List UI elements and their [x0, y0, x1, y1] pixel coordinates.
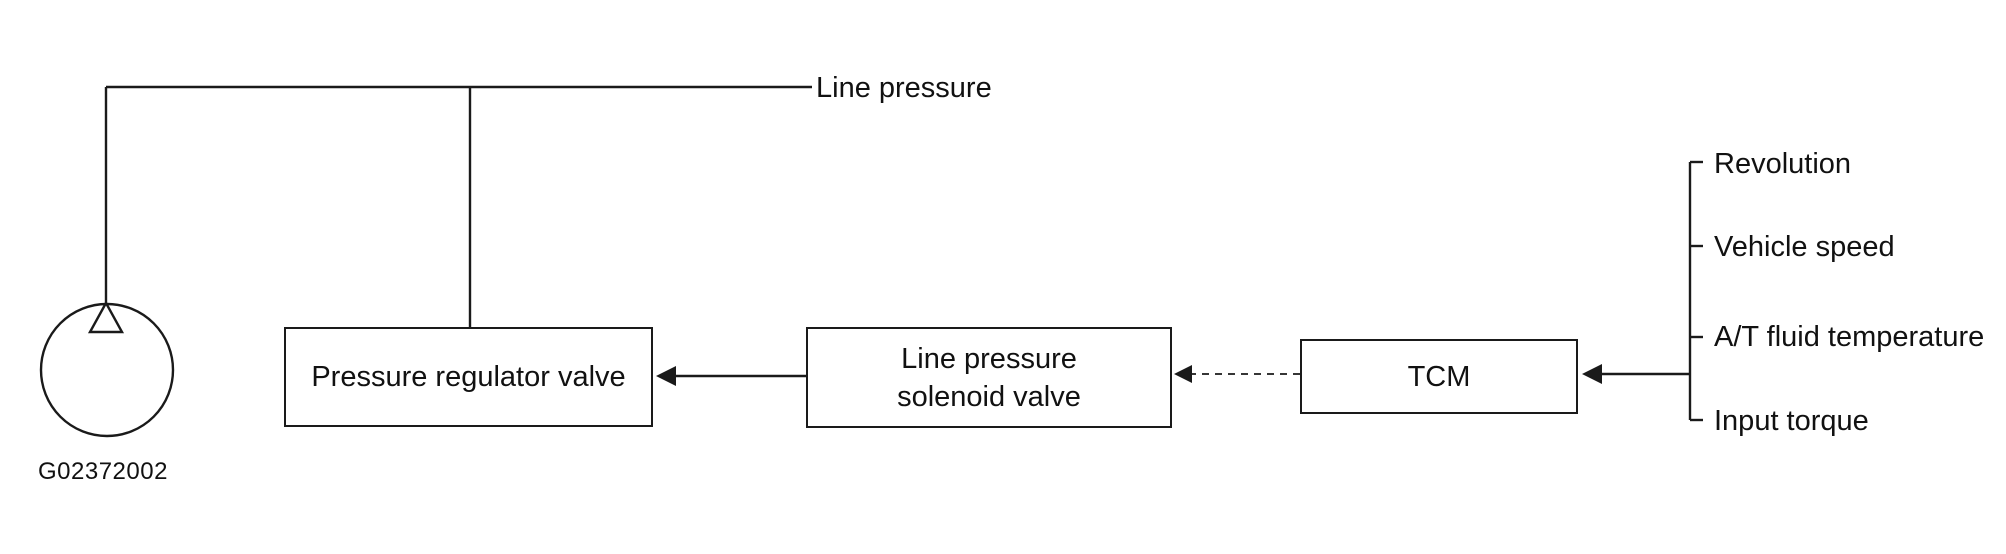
pressure-regulator-valve-label: Pressure regulator valve	[311, 361, 626, 393]
pressure-regulator-valve-box: Pressure regulator valve	[284, 327, 653, 427]
input-fluid-temperature-label: A/T fluid temperature	[1714, 321, 1985, 353]
tcm-box: TCM	[1300, 339, 1578, 414]
arrowhead-into-solenoid	[1174, 365, 1192, 383]
input-revolution-label: Revolution	[1714, 148, 1852, 180]
tcm-label: TCM	[1407, 360, 1471, 393]
arrowhead-into-tcm	[1582, 364, 1602, 384]
input-torque-label: Input torque	[1714, 405, 1869, 437]
line-pressure-label: Line pressure	[816, 72, 992, 104]
oil-pump-symbol	[39, 302, 175, 438]
arrowhead-into-regulator	[656, 366, 676, 386]
pump-triangle	[87, 300, 125, 334]
input-vehicle-speed-label: Vehicle speed	[1714, 231, 1895, 263]
solenoid-label-line2: solenoid valve	[897, 380, 1081, 413]
solenoid-label-line1: Line pressure	[901, 342, 1077, 375]
figure-code: G02372002	[38, 458, 168, 485]
line-pressure-solenoid-valve-box: Line pressure solenoid valve	[806, 327, 1172, 428]
